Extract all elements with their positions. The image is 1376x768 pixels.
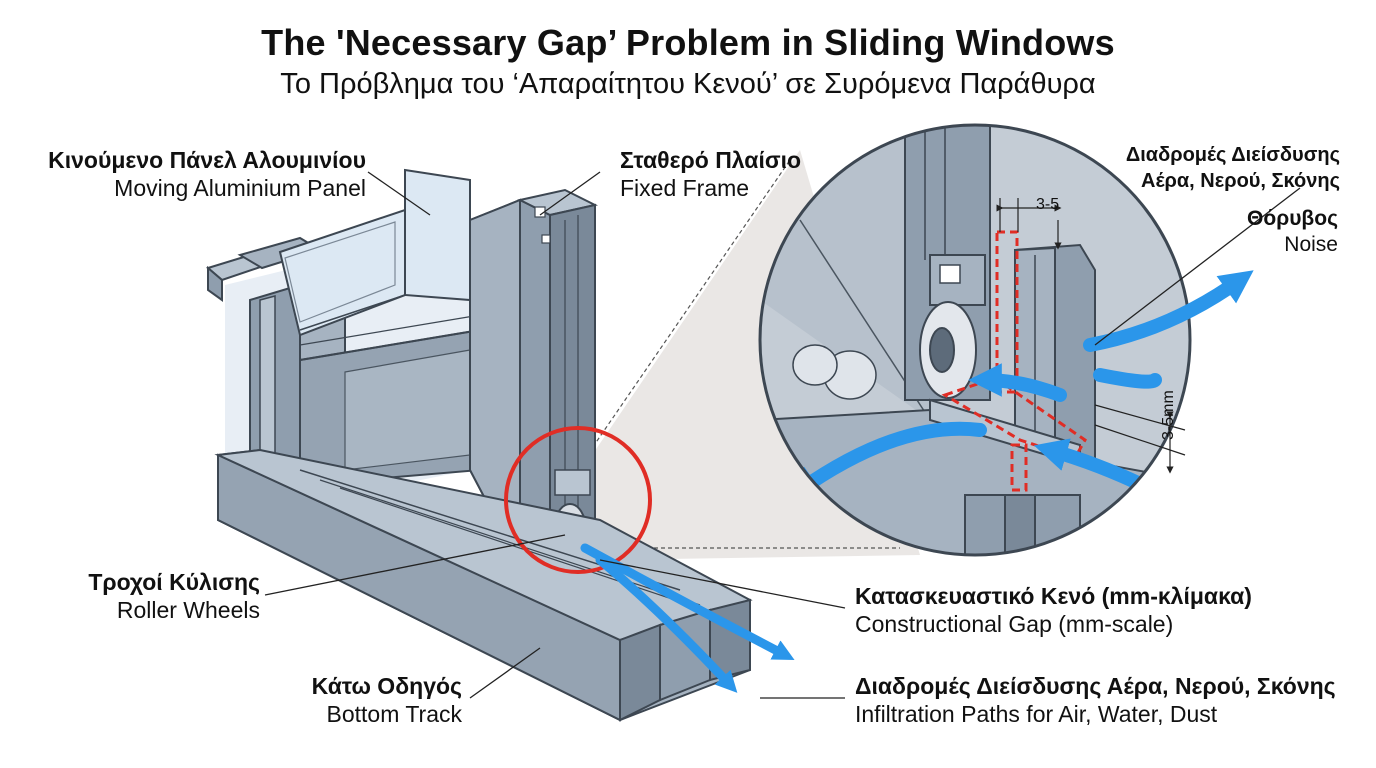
detail-circle (758, 123, 1192, 557)
dimension-top-gap: 3-5 (1036, 196, 1060, 213)
main-infiltration-arrows (580, 543, 795, 693)
label-bottom-track: Κάτω Οδηγός Bottom Track (312, 672, 462, 728)
label-infiltration-paths-gr: Διαδρομές Διείσδυσης Αέρα, Νερού, Σκόνης (855, 673, 1336, 699)
label-detail-infiltration-line2: Αέρα, Νερού, Σκόνης (1141, 170, 1340, 192)
outgoing-arrows (1083, 270, 1254, 389)
label-noise-gr: Θόρυβος (1247, 207, 1338, 230)
label-noise: Θόρυβος Noise (1247, 206, 1338, 258)
gap-highlight-circle (504, 426, 652, 574)
label-moving-panel-gr: Κινούμενο Πάνελ Αλουμινίου (48, 147, 366, 173)
label-roller-wheels-en: Roller Wheels (116, 597, 260, 623)
label-fixed-frame: Σταθερό Πλαίσιο Fixed Frame (620, 146, 801, 202)
main-assembly (205, 168, 795, 722)
label-noise-en: Noise (1284, 233, 1338, 256)
label-constructional-gap-en: Constructional Gap (mm-scale) (855, 611, 1174, 637)
label-moving-panel-en: Moving Aluminium Panel (114, 175, 366, 201)
label-bottom-track-gr: Κάτω Οδηγός (311, 673, 462, 699)
label-moving-panel: Κινούμενο Πάνελ Αλουμινίου Moving Alumin… (48, 146, 366, 202)
label-constructional-gap-gr: Κατασκευαστικό Κενό (mm-κλίμακα) (855, 583, 1252, 609)
label-fixed-frame-gr: Σταθερό Πλαίσιο (620, 147, 802, 173)
label-constructional-gap: Κατασκευαστικό Κενό (mm-κλίμακα) Constru… (855, 582, 1252, 638)
dimension-side-gap: 3-5mm (1160, 390, 1177, 440)
dimension-lines (996, 198, 1186, 474)
label-infiltration-paths: Διαδρομές Διείσδυσης Αέρα, Νερού, Σκόνης… (855, 672, 1336, 728)
title-english: The 'Necessary Gap’ Problem in Sliding W… (261, 22, 1115, 63)
bottom-track (214, 448, 753, 722)
title-greek: Το Πρόβλημα του ‘Απαραίτητου Κενού’ σε Σ… (280, 68, 1096, 100)
glass-pane (278, 168, 471, 337)
label-fixed-frame-en: Fixed Frame (620, 175, 750, 201)
label-detail-infiltration: Διαδρομές Διείσδυσης Αέρα, Νερού, Σκόνης (1126, 142, 1340, 194)
label-detail-infiltration-line1: Διαδρομές Διείσδυσης (1125, 144, 1340, 166)
label-bottom-track-en: Bottom Track (326, 701, 462, 727)
leader-lines (264, 171, 1301, 699)
label-roller-wheels-gr: Τροχοί Κύλισης (88, 569, 260, 595)
label-roller-wheels: Τροχοί Κύλισης Roller Wheels (88, 568, 260, 624)
label-infiltration-paths-en: Infiltration Paths for Air, Water, Dust (855, 701, 1218, 727)
